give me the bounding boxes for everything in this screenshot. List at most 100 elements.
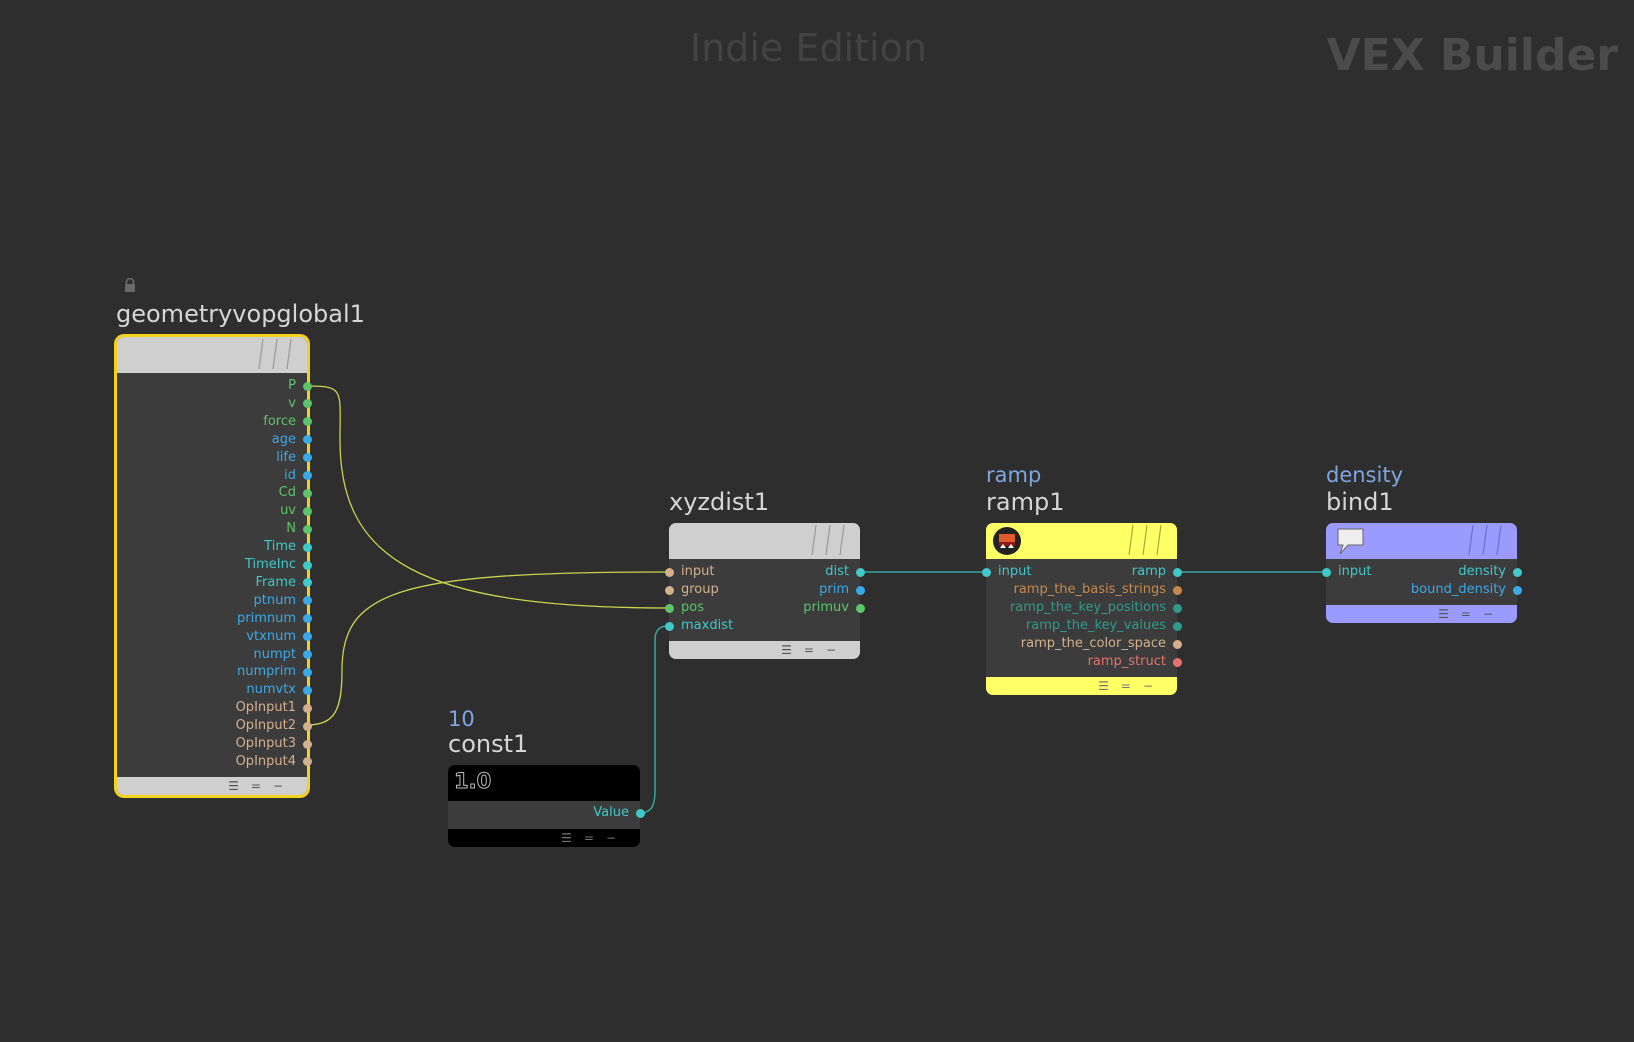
- port-dot-Time[interactable]: [302, 542, 312, 552]
- port-dot-numpt[interactable]: [302, 650, 312, 659]
- port-label-age: age: [271, 431, 296, 447]
- port-label-numpt: numpt: [253, 646, 297, 662]
- wire-Value-to-maxdist[interactable]: [638, 625, 669, 814]
- port-label-maxdist: maxdist: [681, 618, 734, 633]
- node-header[interactable]: 1.0: [448, 765, 640, 801]
- port-label-ramp_the_basis_strings: ramp_the_basis_strings: [1013, 582, 1166, 597]
- port-label-v: v: [288, 395, 296, 411]
- port-dot-uv[interactable]: [302, 506, 312, 516]
- hatch-icon: [1468, 525, 1502, 555]
- node-label: bind1: [1326, 488, 1394, 516]
- port-dot-ramp_the_color_space[interactable]: [1172, 639, 1182, 649]
- port-label-input: input: [681, 564, 715, 579]
- port-dot-ptnum[interactable]: [302, 596, 312, 606]
- node-footer: ☰=−: [669, 641, 860, 659]
- port-label-ramp_the_key_positions: ramp_the_key_positions: [1009, 600, 1166, 615]
- footer-icons: ☰=−: [228, 779, 295, 793]
- port-dot-Cd[interactable]: [302, 488, 312, 498]
- port-dot-numvtx[interactable]: [302, 685, 312, 695]
- footer-icons: ☰=−: [1438, 607, 1505, 621]
- constant-icon: 1.0: [453, 769, 492, 794]
- port-label-ramp_the_color_space: ramp_the_color_space: [1020, 636, 1166, 651]
- port-dot-vtxnum[interactable]: [302, 632, 312, 642]
- port-dot-N[interactable]: [302, 524, 312, 534]
- port-label-ramp: ramp: [1131, 564, 1166, 579]
- port-label-Frame: Frame: [255, 574, 296, 590]
- port-dot-v[interactable]: [302, 399, 312, 409]
- node-body[interactable]: ☰=−: [986, 523, 1177, 695]
- port-dot-dist[interactable]: [855, 567, 865, 577]
- port-dot-Frame[interactable]: [302, 578, 312, 588]
- node-body[interactable]: 1.0 ☰=−: [448, 765, 640, 847]
- footer-icons: ☰=−: [1098, 679, 1165, 693]
- port-label-uv: uv: [280, 503, 296, 519]
- port-label-ptnum: ptnum: [253, 592, 297, 608]
- footer-icons: ☰=−: [781, 643, 848, 657]
- port-label-input: input: [1338, 564, 1372, 579]
- port-label-input: input: [998, 564, 1032, 579]
- node-sublabel: density: [1326, 463, 1403, 487]
- port-dot-age[interactable]: [302, 435, 312, 445]
- port-dot-id[interactable]: [302, 471, 312, 480]
- port-dot-ramp_the_basis_strings[interactable]: [1172, 585, 1182, 595]
- port-dot-input[interactable]: [1321, 567, 1331, 577]
- hatch-icon: [1128, 525, 1162, 555]
- port-label-prim: prim: [819, 582, 849, 597]
- port-dot-input[interactable]: [664, 567, 674, 577]
- port-label-pos: pos: [681, 600, 704, 615]
- port-label-force: force: [263, 413, 296, 429]
- node-body[interactable]: ☰=−: [669, 523, 860, 659]
- port-dot-density[interactable]: [1512, 567, 1522, 577]
- port-dot-force[interactable]: [302, 417, 312, 427]
- port-label-OpInput3: OpInput3: [235, 736, 296, 751]
- port-label-life: life: [276, 449, 296, 465]
- port-dot-ramp[interactable]: [1172, 567, 1182, 577]
- node-header[interactable]: [1326, 523, 1517, 559]
- edition-watermark: Indie Edition: [690, 26, 927, 70]
- port-dot-pos[interactable]: [664, 603, 674, 613]
- port-dot-input[interactable]: [981, 567, 991, 577]
- port-label-group: group: [681, 582, 719, 597]
- port-dot-Value[interactable]: [635, 808, 645, 818]
- node-header[interactable]: [117, 337, 307, 373]
- node-sublabel: 10: [448, 707, 475, 731]
- wire-OpInput2-to-input[interactable]: [306, 571, 669, 726]
- node-label: xyzdist1: [669, 488, 770, 516]
- port-dot-ramp_struct[interactable]: [1172, 657, 1182, 667]
- port-dot-OpInput1[interactable]: [302, 703, 312, 713]
- port-dot-life[interactable]: [302, 453, 312, 463]
- port-label-primnum: primnum: [236, 610, 296, 626]
- node-footer: ☰=−: [448, 829, 640, 847]
- port-dot-prim[interactable]: [855, 585, 865, 595]
- port-label-id: id: [284, 467, 296, 483]
- port-dot-TimeInc[interactable]: [302, 560, 312, 570]
- port-dot-ramp_the_key_values[interactable]: [1172, 621, 1182, 631]
- port-label-vtxnum: vtxnum: [246, 628, 296, 644]
- port-dot-OpInput4[interactable]: [302, 757, 312, 767]
- node-body[interactable]: ☰=−: [1326, 523, 1517, 623]
- port-label-dist: dist: [825, 564, 849, 579]
- port-dot-maxdist[interactable]: [664, 621, 674, 631]
- port-label-numvtx: numvtx: [246, 682, 296, 698]
- port-dot-primuv[interactable]: [855, 603, 865, 613]
- port-dot-OpInput3[interactable]: [302, 739, 312, 749]
- wire-P-to-pos[interactable]: [306, 385, 669, 609]
- port-label-ramp_the_key_values: ramp_the_key_values: [1025, 618, 1166, 633]
- port-dot-ramp_the_key_positions[interactable]: [1172, 603, 1182, 613]
- port-dot-numprim[interactable]: [302, 667, 312, 677]
- port-dot-OpInput2[interactable]: [302, 721, 312, 731]
- port-dot-primnum[interactable]: [302, 614, 312, 624]
- node-body[interactable]: ☰=−: [117, 337, 307, 795]
- hatch-icon: [811, 525, 845, 555]
- port-label-primuv: primuv: [803, 600, 849, 615]
- hatch-icon: [258, 339, 292, 369]
- node-footer: ☰=−: [117, 777, 307, 795]
- lock-icon[interactable]: [123, 278, 137, 292]
- node-header[interactable]: [669, 523, 860, 559]
- node-header[interactable]: [986, 523, 1177, 559]
- port-dot-P[interactable]: [302, 381, 312, 391]
- port-dot-bound_density[interactable]: [1512, 585, 1522, 595]
- port-label-Value: Value: [593, 805, 629, 820]
- port-dot-group[interactable]: [664, 585, 674, 595]
